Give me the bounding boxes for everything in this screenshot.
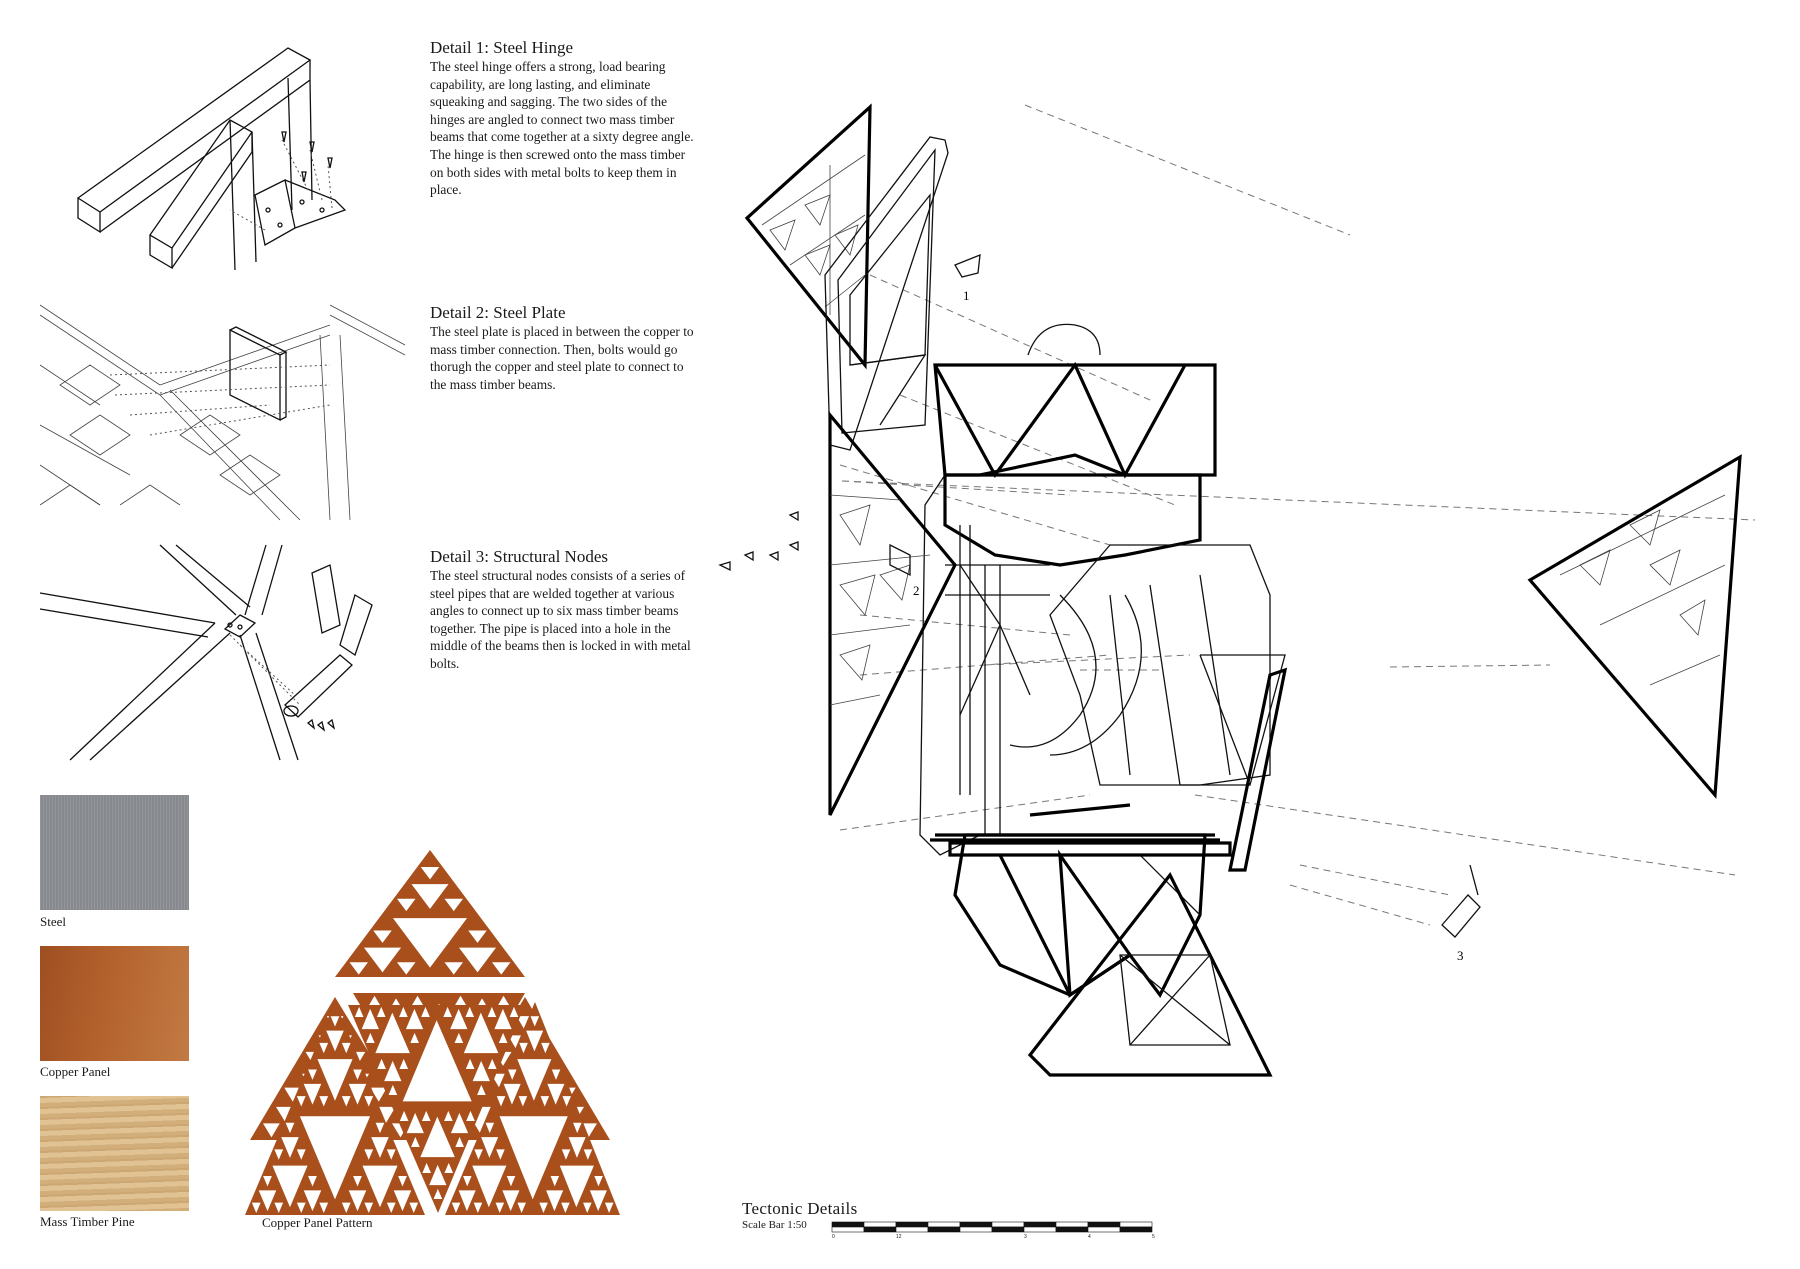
steel-plate <box>109 326 331 436</box>
scale-tick-label: 0 <box>832 1234 835 1240</box>
callout-1-hinge: 1 <box>954 253 981 303</box>
detail-3-node-drawing <box>39 544 373 761</box>
scale-bar-segment <box>1087 1226 1121 1233</box>
detail-1-body: The steel hinge offers a strong, load be… <box>430 59 694 198</box>
callout-1: 1 <box>963 288 970 303</box>
scale-bar: 0 12 3 4 5 <box>831 1221 1155 1240</box>
scale-bar-segment <box>831 1226 865 1233</box>
scale-bar-segment <box>1023 1221 1057 1228</box>
scale-bar-segment <box>1119 1221 1153 1228</box>
panel-left <box>828 410 957 816</box>
steel-label: Steel <box>40 914 66 929</box>
timber-beam-diagonal <box>149 77 313 271</box>
detail-2-text: Detail 2: Steel Plate The steel plate is… <box>430 303 695 393</box>
timber-frame-top <box>824 136 949 451</box>
detail-2-body: The steel plate is placed in between the… <box>430 324 694 392</box>
detail-2-title: Detail 2: Steel Plate <box>430 303 566 322</box>
detail-3-title: Detail 3: Structural Nodes <box>430 547 608 566</box>
scale-bar-segment <box>863 1226 897 1233</box>
scale-bar-segment <box>1087 1221 1121 1228</box>
panel-right <box>1527 454 1742 799</box>
scale-bar-segment <box>1023 1226 1057 1233</box>
scale-bar-segment <box>927 1226 961 1233</box>
timber-beam-horizontal <box>76 47 312 234</box>
scale-bar-segment <box>1119 1226 1153 1233</box>
central-structure <box>919 323 1286 1077</box>
scale-bar-segment <box>959 1226 993 1233</box>
panel-top-left <box>744 103 872 370</box>
copper-swatch <box>40 946 189 1061</box>
scale-bar-segment <box>895 1221 929 1228</box>
scale-bar-segment <box>991 1226 1025 1233</box>
copper-label: Copper Panel <box>40 1064 111 1079</box>
copper-panel-pattern <box>245 850 620 1215</box>
scale-bar-segment <box>1055 1226 1089 1233</box>
scale-bar-segment <box>1055 1221 1089 1228</box>
drawing-title: Tectonic Details <box>742 1199 858 1218</box>
scale-bar-segment <box>863 1221 897 1228</box>
steel-hinge <box>229 131 347 247</box>
callout-3: 3 <box>1457 948 1464 963</box>
detail-2-plate-drawing <box>39 304 406 521</box>
scale-label: Scale Bar 1:50 <box>742 1219 807 1231</box>
detail-3-body: The steel structural nodes consists of a… <box>430 568 691 671</box>
scale-tick-label: 12 <box>896 1234 902 1240</box>
timber-beams-junction <box>39 544 299 761</box>
detail-1-text: Detail 1: Steel Hinge The steel hinge of… <box>430 38 695 199</box>
detail-3-text: Detail 3: Structural Nodes The steel str… <box>430 547 695 673</box>
steel-node-pipe <box>229 564 373 732</box>
alignment-lines <box>839 104 1756 926</box>
scale-tick-label: 5 <box>1152 1234 1155 1240</box>
pattern-label: Copper Panel Pattern <box>262 1215 373 1230</box>
detail-1-title: Detail 1: Steel Hinge <box>430 38 574 57</box>
scale-tick-label: 3 <box>1024 1234 1027 1240</box>
mass-timber-frame <box>39 304 406 521</box>
timber-swatch <box>40 1096 189 1211</box>
scale-bar-segment <box>959 1221 993 1228</box>
timber-label: Mass Timber Pine <box>40 1214 135 1229</box>
callout-2-plate: 2 <box>718 511 920 598</box>
exploded-axonometric-drawing: 1 2 <box>718 103 1756 1077</box>
detail-1-hinge-drawing <box>76 47 347 271</box>
scale-bar-segment <box>831 1221 865 1228</box>
scale-bar-segment <box>895 1226 929 1233</box>
callout-2: 2 <box>913 583 920 598</box>
scale-tick-label: 4 <box>1088 1234 1091 1240</box>
steel-swatch <box>40 795 189 910</box>
scale-bar-segment <box>927 1221 961 1228</box>
scale-bar-segment <box>991 1221 1025 1228</box>
callout-3-node: 3 <box>1441 864 1481 963</box>
panel-right-strip <box>1228 667 1288 872</box>
